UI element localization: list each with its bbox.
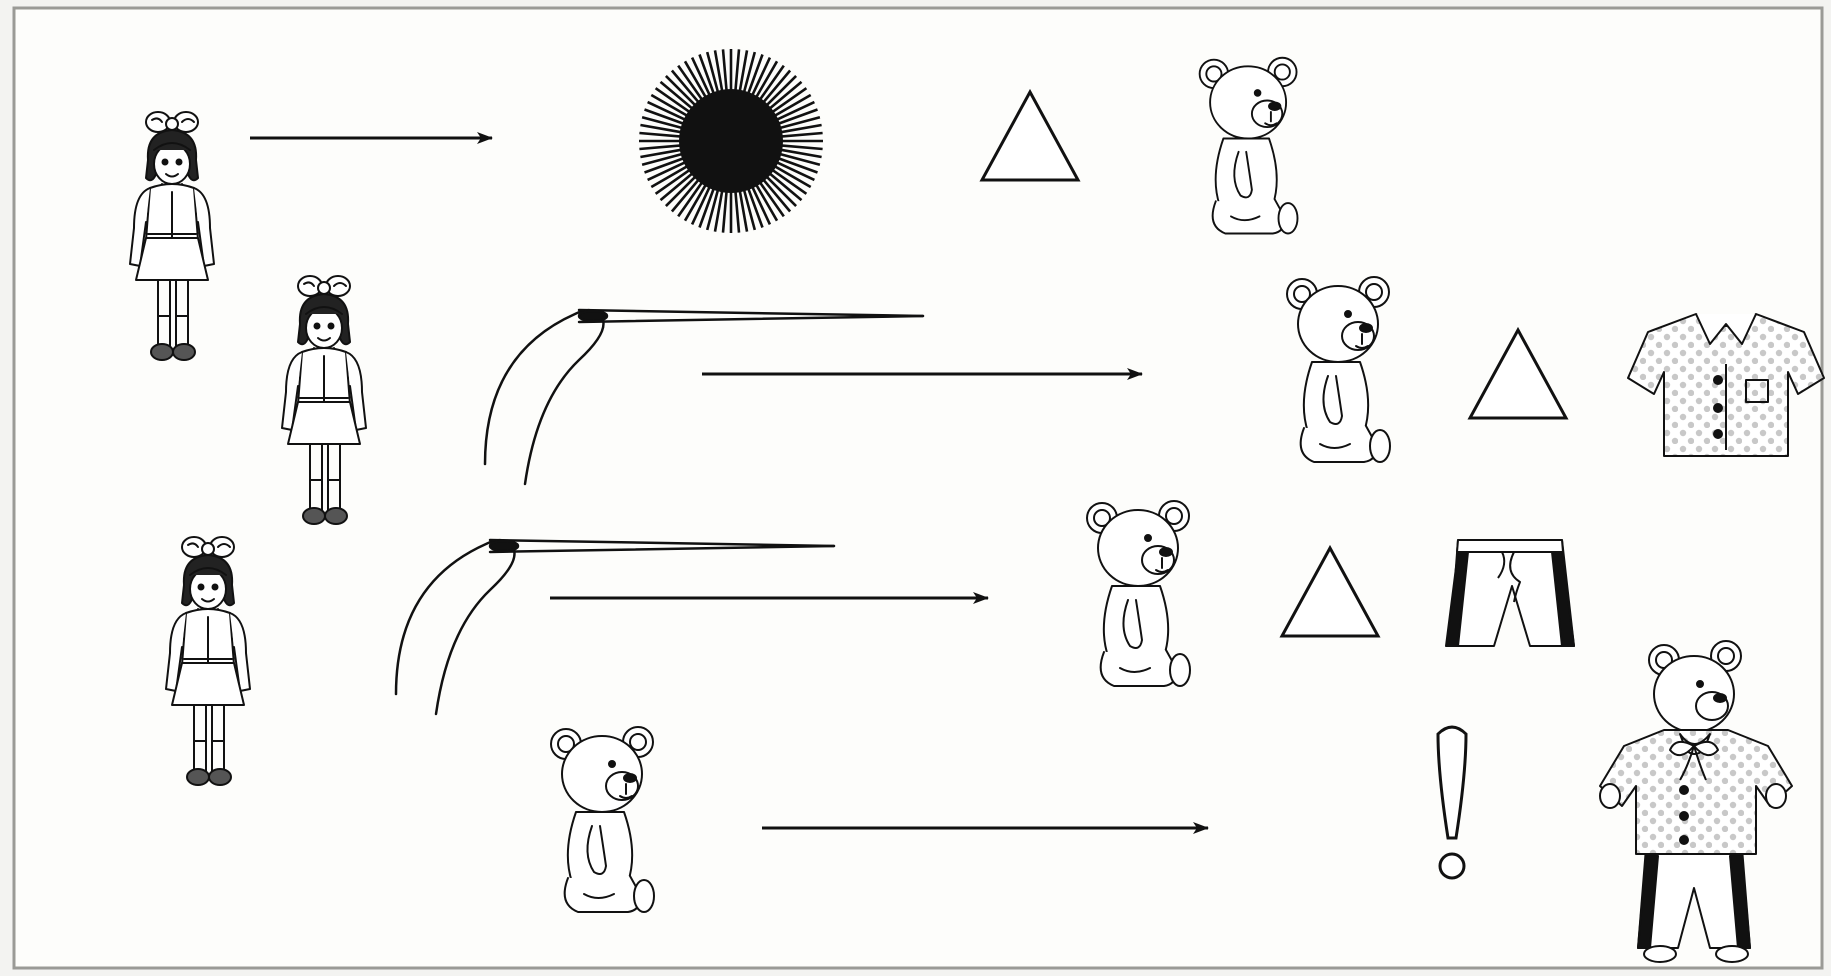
paper-sheet [14, 8, 1822, 968]
sun-icon [639, 49, 823, 233]
